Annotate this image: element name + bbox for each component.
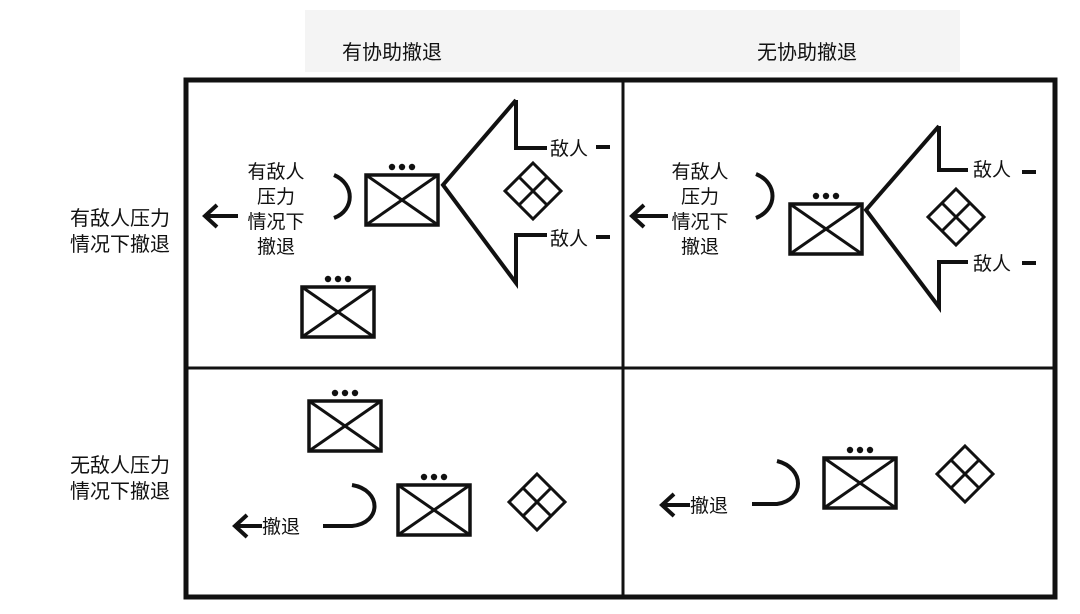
pressure-retreat-label: 压力 bbox=[257, 186, 295, 208]
pressure-retreat-label: 压力 bbox=[681, 186, 719, 208]
unit-icon bbox=[300, 274, 376, 339]
enemy-advance-arrow bbox=[863, 124, 968, 313]
retreat-label: 撤退 bbox=[690, 495, 728, 517]
unit-icon bbox=[788, 191, 864, 256]
unit-icon bbox=[822, 445, 898, 510]
cell-unassisted-under-pressure: 敌人 敌人 有敌人 压力 情况下 撤退 bbox=[630, 124, 1036, 313]
row-label-line: 有敌人压力 bbox=[70, 206, 170, 230]
column-label-unassisted: 无协助撤退 bbox=[757, 40, 857, 64]
pressure-retreat-label: 情况下 bbox=[247, 211, 304, 233]
enemy-advance-arrow bbox=[440, 98, 547, 290]
row-label-line: 情况下撤退 bbox=[70, 232, 170, 256]
pressure-retreat-label: 撤退 bbox=[681, 236, 719, 258]
row-label-line: 无敌人压力 bbox=[70, 453, 170, 477]
row-label-no-pressure: 无敌人压力 情况下撤退 bbox=[56, 452, 184, 504]
enemy-label: 敌人 bbox=[973, 159, 1011, 181]
cell-assisted-under-pressure: 敌人 敌人 有敌人 压力 情况下 撤退 bbox=[203, 98, 610, 339]
cell-unassisted-no-pressure: 撤退 bbox=[660, 444, 995, 518]
pressure-retreat-label: 有敌人 bbox=[671, 161, 728, 183]
retreat-path bbox=[333, 173, 352, 220]
unit-icon bbox=[396, 472, 472, 537]
retreat-label: 撤退 bbox=[262, 516, 300, 538]
pressure-retreat-label: 情况下 bbox=[671, 211, 728, 233]
matrix-frame bbox=[183, 77, 1058, 600]
pressure-retreat-label: 撤退 bbox=[257, 236, 295, 258]
column-header-band bbox=[305, 10, 960, 72]
enemy-label: 敌人 bbox=[550, 228, 588, 250]
column-label-assisted: 有协助撤退 bbox=[342, 40, 442, 64]
enemy-icon bbox=[926, 187, 986, 247]
enemy-icon bbox=[935, 444, 995, 504]
enemy-label: 敌人 bbox=[550, 138, 588, 160]
pressure-retreat-label: 有敌人 bbox=[247, 161, 304, 183]
unit-icon bbox=[364, 162, 440, 227]
enemy-icon bbox=[507, 472, 567, 532]
unit-icon bbox=[307, 388, 383, 453]
row-label-line: 情况下撤退 bbox=[70, 479, 170, 503]
row-label-under-pressure: 有敌人压力 情况下撤退 bbox=[56, 205, 184, 257]
retreat-path bbox=[323, 483, 377, 528]
cell-assisted-no-pressure: 撤退 bbox=[233, 388, 567, 539]
enemy-icon bbox=[503, 161, 563, 221]
retreat-path bbox=[752, 459, 800, 506]
retreat-path bbox=[755, 172, 775, 220]
enemy-label: 敌人 bbox=[973, 253, 1011, 275]
